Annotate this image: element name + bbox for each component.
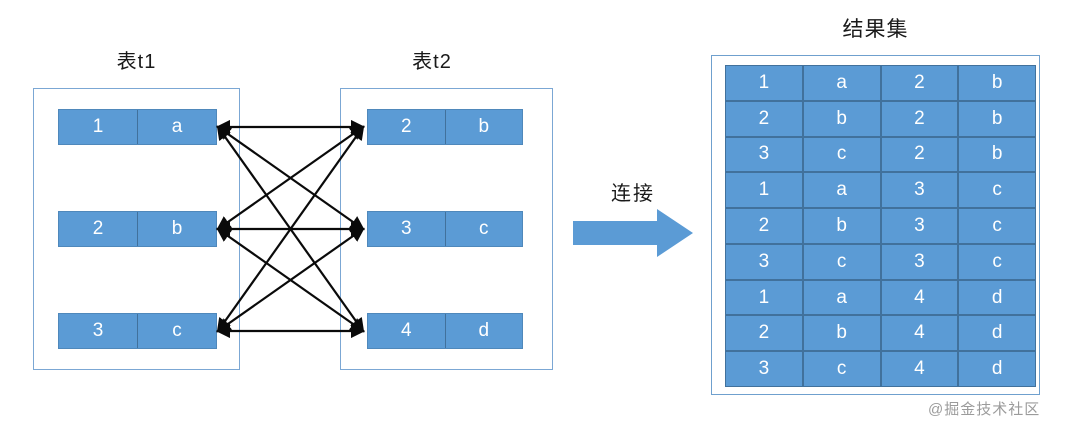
result-container: 1 a 2 b 2 b 2 b 3 c 2 b 1 a 3 c 2 b 3 c … (711, 55, 1040, 395)
result-cell: b (802, 100, 881, 137)
result-table: 1 a 2 b 2 b 2 b 3 c 2 b 1 a 3 c 2 b 3 c … (725, 65, 1036, 387)
result-cell: 1 (725, 172, 803, 209)
table-cell: 1 (92, 116, 104, 137)
result-cell: a (802, 65, 881, 101)
result-title: 结果集 (842, 18, 909, 41)
result-cell: c (958, 208, 1036, 244)
table-t1-row: 2 b (58, 211, 217, 247)
table-t2-row: 4 d (367, 313, 523, 349)
result-cell: a (802, 172, 881, 209)
table-cell: b (137, 212, 216, 246)
result-cell: 2 (880, 136, 959, 173)
result-cell: 2 (725, 315, 803, 352)
table-cell: a (137, 110, 216, 144)
result-cell: d (958, 315, 1036, 352)
result-cell: a (802, 279, 881, 316)
result-cell: 3 (880, 208, 959, 244)
result-cell: 4 (880, 351, 959, 387)
result-cell: c (958, 243, 1036, 280)
result-cell: 2 (725, 100, 803, 137)
result-cell: 3 (725, 351, 803, 387)
result-cell: b (958, 136, 1036, 173)
result-cell: 1 (725, 279, 803, 316)
table-cell: 2 (400, 116, 412, 137)
result-cell: c (802, 136, 881, 173)
table-cell: 2 (92, 218, 104, 239)
result-cell: 4 (880, 315, 959, 352)
table-cell: 3 (92, 320, 104, 341)
join-label: 连接 (611, 183, 655, 205)
result-cell: 3 (725, 136, 803, 173)
result-cell: b (958, 65, 1036, 101)
result-cell: 3 (725, 243, 803, 280)
table-cell: d (444, 314, 523, 348)
table-cell: 3 (400, 218, 412, 239)
result-cell: c (802, 243, 881, 280)
table-t1-title: 表t1 (116, 51, 157, 73)
result-cell: c (802, 351, 881, 387)
result-cell: d (958, 279, 1036, 316)
table-t2-row: 3 c (367, 211, 523, 247)
result-cell: b (958, 100, 1036, 137)
result-cell: d (958, 351, 1036, 387)
table-cell: 4 (400, 320, 412, 341)
table-cell: c (444, 212, 523, 246)
result-cell: b (802, 208, 881, 244)
table-t1-row: 3 c (58, 313, 217, 349)
table-t2-title: 表t2 (412, 51, 452, 73)
table-cell: c (137, 314, 216, 348)
table-cell: b (444, 110, 523, 144)
table-t1-row: 1 a (58, 109, 217, 145)
result-cell: 3 (880, 172, 959, 209)
table-t2-row: 2 b (367, 109, 523, 145)
join-block-arrow-icon (573, 209, 693, 257)
result-cell: b (802, 315, 881, 352)
watermark: @掘金技术社区 (928, 401, 1041, 418)
result-cell: 4 (880, 279, 959, 316)
result-cell: 3 (880, 243, 959, 280)
result-cell: 2 (725, 208, 803, 244)
result-cell: 1 (725, 65, 803, 101)
result-cell: 2 (880, 100, 959, 137)
result-cell: c (958, 172, 1036, 209)
result-cell: 2 (880, 65, 959, 101)
